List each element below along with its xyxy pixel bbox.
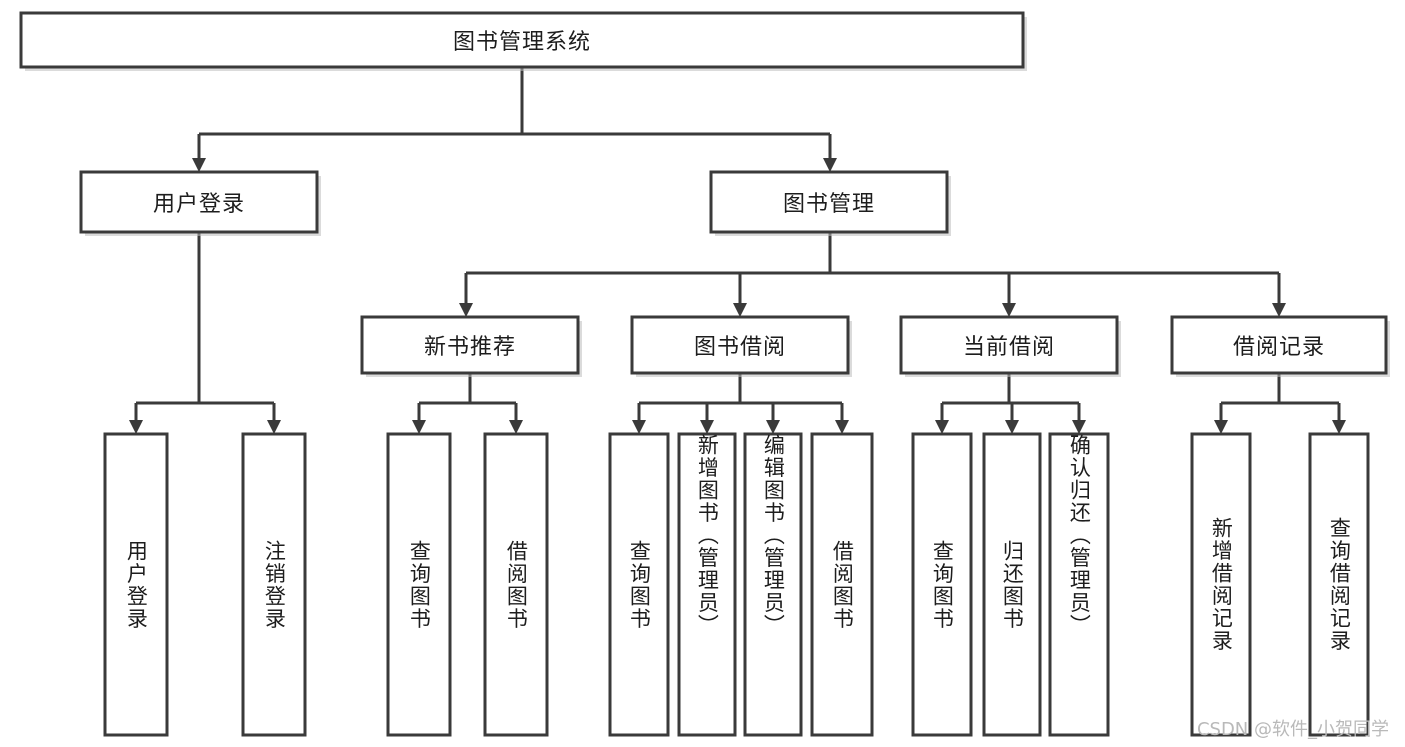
arrowhead-leaf-query-record xyxy=(1332,420,1346,434)
leaf-confirm-return-box[interactable] xyxy=(1048,432,1110,737)
root-box[interactable] xyxy=(19,11,1025,69)
arrowhead-leaf-borrow-book-2 xyxy=(835,420,849,434)
arrowhead-user-login xyxy=(192,158,206,172)
arrowhead-book-borrow xyxy=(733,303,747,317)
leaf-query-book-2-box[interactable] xyxy=(608,432,670,737)
node-boxes xyxy=(19,11,1390,737)
leaf-query-record-box[interactable] xyxy=(1308,432,1370,737)
arrowhead-leaf-edit-book xyxy=(766,420,780,434)
leaf-borrow-book-2-box[interactable] xyxy=(810,432,874,737)
leaf-add-book-box[interactable] xyxy=(677,432,737,737)
leaf-query-book-1-box[interactable] xyxy=(386,432,452,737)
leaf-user-logout-box[interactable] xyxy=(241,432,307,737)
leaf-add-record-box[interactable] xyxy=(1190,432,1252,737)
current-borrow-box[interactable] xyxy=(899,315,1119,375)
book-manage-box[interactable] xyxy=(709,170,949,234)
book-borrow-box[interactable] xyxy=(630,315,850,375)
arrowhead-new-book-recommend xyxy=(459,303,473,317)
connector-group-root-to-level2 xyxy=(192,67,837,172)
leaf-return-book-box[interactable] xyxy=(982,432,1042,737)
connector-group-current-borrow-to-leaves xyxy=(935,373,1086,434)
leaf-user-login-box[interactable] xyxy=(103,432,169,737)
user-login-box[interactable] xyxy=(79,170,319,234)
leaf-borrow-book-1-box[interactable] xyxy=(483,432,549,737)
arrowhead-current-borrow xyxy=(1002,303,1016,317)
borrow-record-box[interactable] xyxy=(1170,315,1388,375)
arrowhead-borrow-record xyxy=(1272,303,1286,317)
leaf-query-book-3-box[interactable] xyxy=(911,432,973,737)
connector-group-new-book-recommend-to-leaves xyxy=(412,373,523,434)
connector-group-book-borrow-to-leaves xyxy=(632,373,849,434)
connector-group-borrow-record-to-leaves xyxy=(1214,373,1346,434)
arrowhead-leaf-add-book xyxy=(700,420,714,434)
arrowhead-leaf-add-record xyxy=(1214,420,1228,434)
new-book-recommend-box[interactable] xyxy=(360,315,580,375)
arrowhead-leaf-borrow-book-1 xyxy=(509,420,523,434)
arrowhead-leaf-query-book-1 xyxy=(412,420,426,434)
arrowhead-leaf-return-book xyxy=(1005,420,1019,434)
arrowhead-leaf-query-book-2 xyxy=(632,420,646,434)
connector-group-user-login-to-leaves xyxy=(129,232,281,434)
arrowhead-leaf-confirm-return xyxy=(1072,420,1086,434)
arrowhead-book-manage xyxy=(823,158,837,172)
arrowhead-leaf-query-book-3 xyxy=(935,420,949,434)
connector-group-book-manage-to-level3 xyxy=(459,232,1286,317)
arrowhead-leaf-user-logout xyxy=(267,420,281,434)
arrowhead-leaf-user-login xyxy=(129,420,143,434)
leaf-edit-book-box[interactable] xyxy=(743,432,803,737)
